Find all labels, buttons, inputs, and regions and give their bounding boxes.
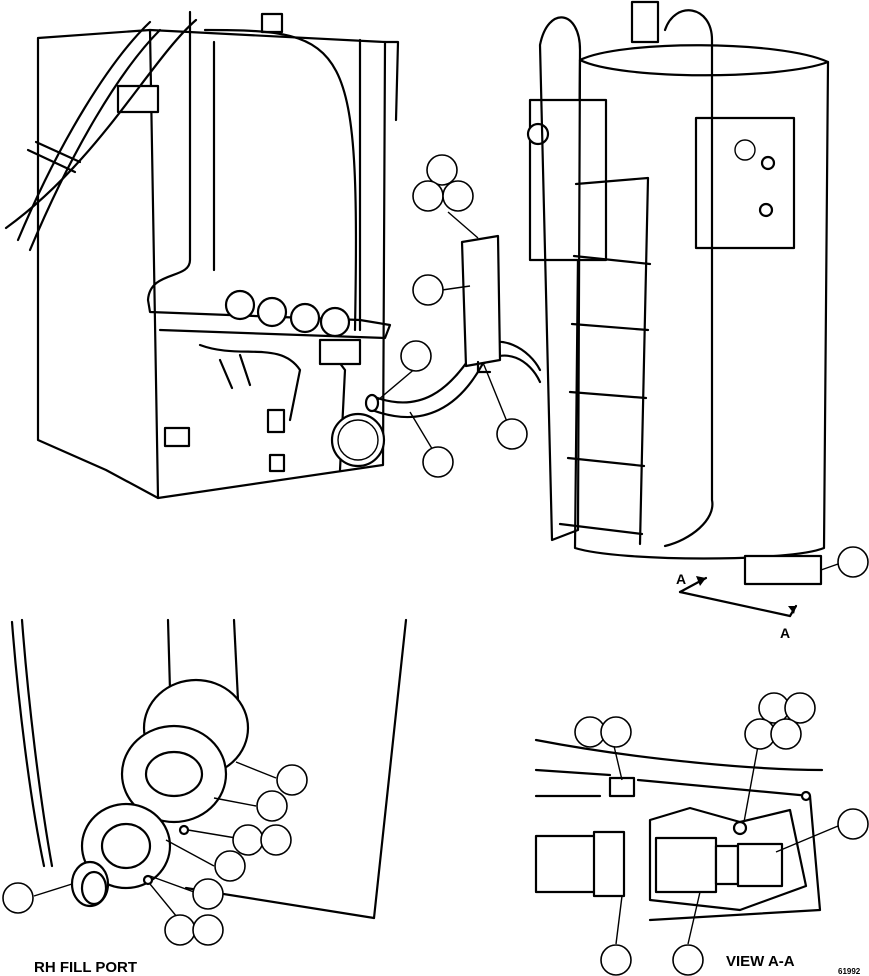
callout-bubble xyxy=(770,718,802,750)
section-arrows: A A xyxy=(676,571,798,641)
callout-bubble xyxy=(192,878,224,910)
callout-bubble xyxy=(672,944,704,976)
fuel-tank xyxy=(573,0,830,560)
callout-bubble xyxy=(837,808,869,840)
callout-bubble xyxy=(164,914,196,946)
section-arrow-label-bottom: A xyxy=(780,625,790,641)
callout-bubble xyxy=(784,692,816,724)
main-view-callouts xyxy=(377,154,869,578)
callout-bubble xyxy=(214,850,246,882)
rh-fill-port-flange xyxy=(330,412,386,468)
view-a-a-detail: VIEW A-A xyxy=(534,738,824,970)
callout-bubble xyxy=(426,154,458,186)
view-a-a-callouts xyxy=(574,692,869,976)
callout-bubble xyxy=(232,824,264,856)
tank-ladder xyxy=(538,9,714,548)
rh-fill-port-callouts xyxy=(2,761,308,946)
callout-bubble xyxy=(2,882,34,914)
callout-bubble xyxy=(600,716,632,748)
callout-bubble xyxy=(260,824,292,856)
tank-side-box xyxy=(526,98,608,262)
callout-bubble xyxy=(600,944,632,976)
callout-bubble xyxy=(837,546,869,578)
callout-bubble xyxy=(400,340,432,372)
fuel-hose xyxy=(364,340,542,419)
callout-bubble xyxy=(496,418,528,450)
callout-bubble xyxy=(412,180,444,212)
mounting-bracket xyxy=(460,234,502,374)
callout-bubble xyxy=(192,914,224,946)
figure-number: 61992 xyxy=(838,967,861,976)
callout-bubble xyxy=(442,180,474,212)
callout-bubble xyxy=(412,274,444,306)
callout-bubble xyxy=(256,790,288,822)
tubing-and-valves xyxy=(146,10,392,473)
view-a-a-title: VIEW A-A xyxy=(726,953,795,970)
tank-foot xyxy=(743,554,823,586)
callout-bubble xyxy=(422,446,454,478)
section-arrow-label-top: A xyxy=(676,571,686,587)
rh-fill-port-title: RH FILL PORT xyxy=(34,959,137,976)
callout-bubble xyxy=(276,764,308,796)
hose-bundle xyxy=(4,18,198,252)
